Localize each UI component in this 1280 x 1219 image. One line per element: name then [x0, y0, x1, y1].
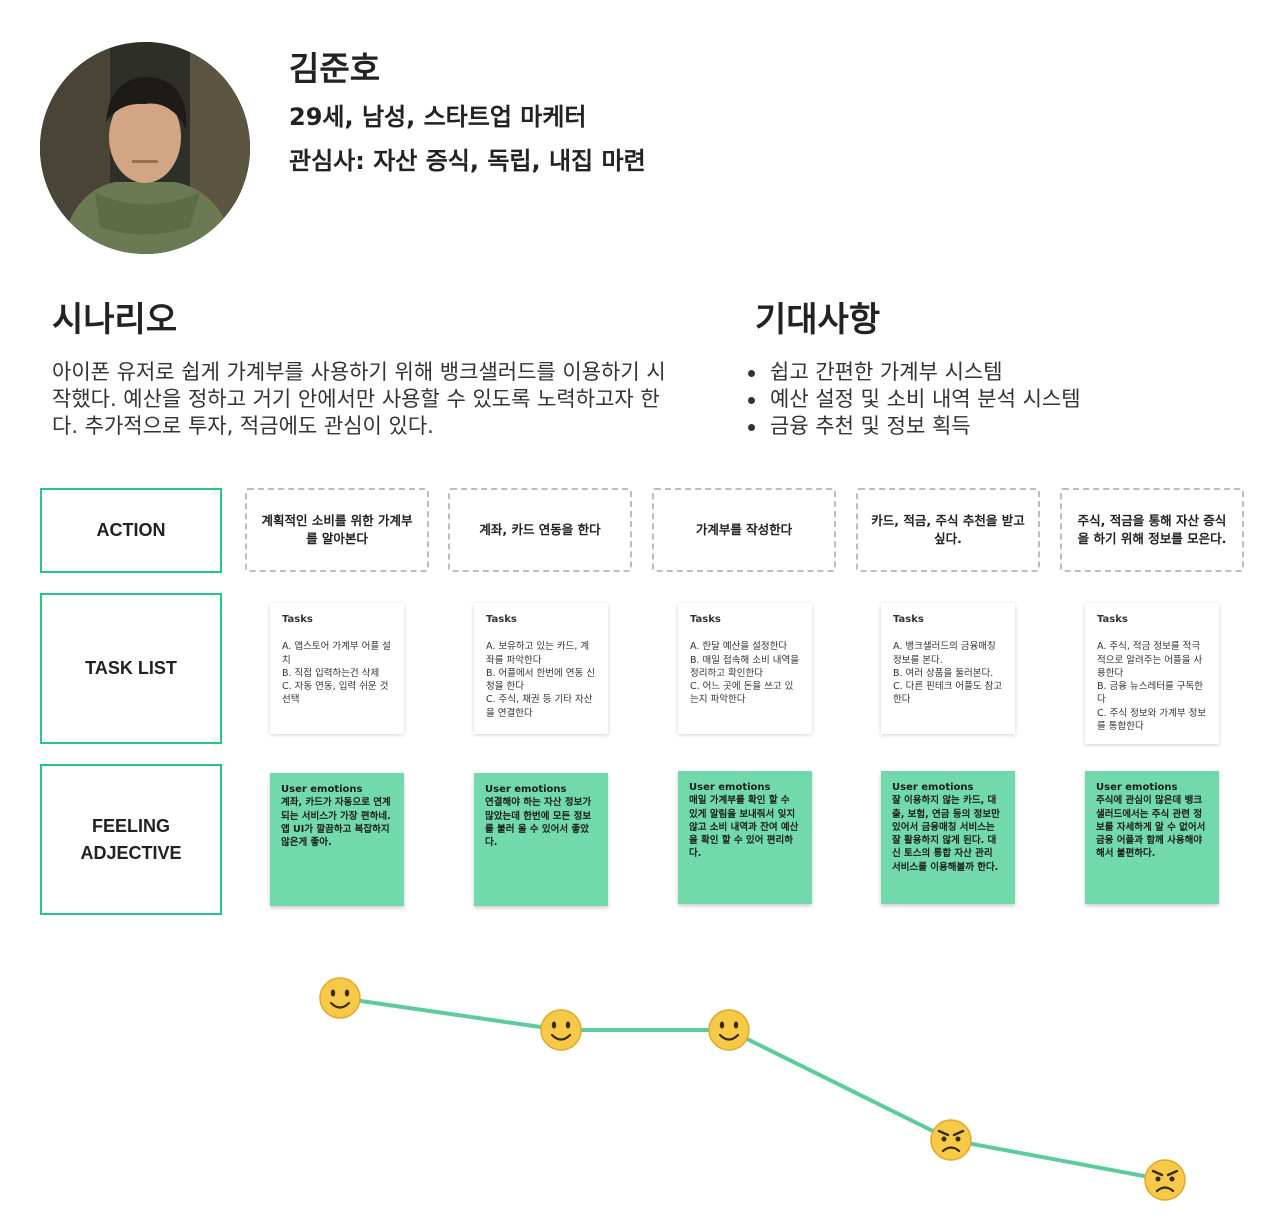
- task-card: Tasks A. 뱅크샐러드의 금융매칭 정보를 본다. B. 여러 상품을 둘…: [881, 603, 1015, 734]
- expectations-list: 쉽고 간편한 가계부 시스템 예산 설정 및 소비 내역 분석 시스템 금융 추…: [748, 359, 1081, 440]
- scenario-text: 아이폰 유저로 쉽게 가계부를 사용하기 위해 뱅크샐러드를 이용하기 시작했다…: [52, 360, 666, 438]
- bullet-icon: [748, 370, 755, 377]
- angry-face-icon: [930, 1119, 972, 1161]
- profile-info: 29세, 남성, 스타트업 마케터: [289, 103, 587, 131]
- expectation-item: 쉽고 간편한 가계부 시스템: [748, 359, 1081, 386]
- expectation-item: 금융 추천 및 정보 획득: [748, 413, 1081, 440]
- action-card: 가계부를 작성한다: [652, 488, 836, 572]
- smiley-face-icon: [319, 977, 361, 1019]
- emotion-card: User emotions 연결해야 하는 자산 정보가 많았는데 한번에 모든…: [474, 773, 608, 906]
- expectation-item: 예산 설정 및 소비 내역 분석 시스템: [748, 386, 1081, 413]
- profile-name: 김준호: [289, 49, 381, 88]
- smiley-face-icon: [708, 1009, 750, 1051]
- action-card: 계좌, 카드 연동을 한다: [448, 488, 632, 572]
- scenario-title: 시나리오: [52, 300, 178, 340]
- emotion-card: User emotions 매일 가계부를 확인 할 수 있게 알림을 보내줘서…: [678, 771, 812, 904]
- task-card: Tasks A. 앱스토어 가계부 어플 설치 B. 직접 입력하는건 삭제 C…: [270, 603, 404, 734]
- expectations-title: 기대사항: [755, 300, 881, 340]
- row-label-feeling: FEELING ADJECTIVE: [40, 764, 222, 915]
- bullet-icon: [748, 397, 755, 404]
- emotion-line: [339, 996, 1166, 1182]
- bullet-icon: [748, 424, 755, 431]
- row-label-task-list: TASK LIST: [40, 593, 222, 744]
- action-card: 카드, 적금, 주식 추천을 받고 싶다.: [856, 488, 1040, 572]
- row-label-action: ACTION: [40, 488, 222, 573]
- angry-face-icon: [1144, 1159, 1186, 1201]
- emotion-card: User emotions 계좌, 카드가 자동으로 연계되는 서비스가 가장 …: [270, 773, 404, 906]
- emotion-card: User emotions 주식에 관심이 많은데 뱅크샐러드에서는 주식 관련…: [1085, 771, 1219, 904]
- task-card: Tasks A. 보유하고 있는 카드, 계좌를 파악한다 B. 어플에서 한번…: [474, 603, 608, 734]
- profile-interests: 관심사: 자산 증식, 독립, 내집 마련: [289, 147, 646, 175]
- emotion-card: User emotions 잘 이용하지 않는 카드, 대출, 보험, 연금 등…: [881, 771, 1015, 904]
- action-card: 계획적인 소비를 위한 가계부를 알아본다: [245, 488, 429, 572]
- action-card: 주식, 적금을 통해 자산 증식을 하기 위해 정보를 모은다.: [1060, 488, 1244, 572]
- smiley-face-icon: [540, 1009, 582, 1051]
- task-card: Tasks A. 한달 예산을 설정한다 B. 매일 접속해 소비 내역을 정리…: [678, 603, 812, 734]
- task-card: Tasks A. 주식, 적금 정보를 적극적으로 알려주는 어플을 사용한다 …: [1085, 603, 1219, 744]
